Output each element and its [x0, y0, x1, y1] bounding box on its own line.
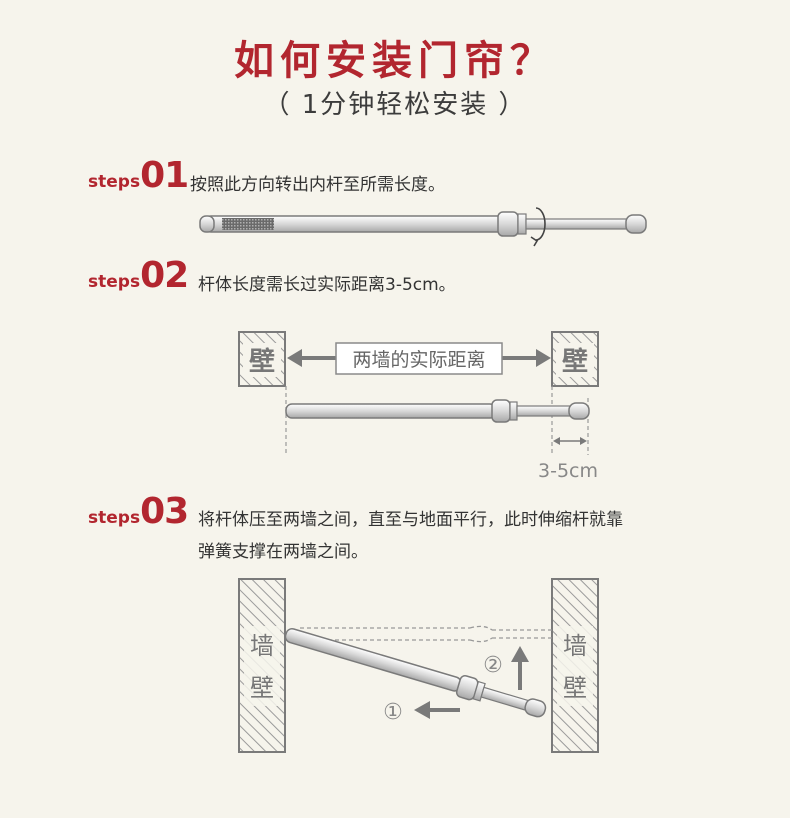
move-up-arrow-icon [511, 646, 529, 690]
page-subtitle: （ 1分钟轻松安装 ） [263, 90, 527, 120]
step-2-wall-right: 壁 [551, 331, 599, 387]
distance-label: 两墙的实际距离 [352, 349, 485, 371]
step-3-tag: steps [88, 508, 141, 528]
marker-1: ① [383, 700, 403, 725]
wall-right-bottom-label: 壁 [563, 674, 587, 702]
step-1-rod [199, 211, 647, 237]
extra-length-label: 3-5cm [538, 460, 598, 482]
dashed-guides [285, 386, 589, 455]
target-rod-outline [300, 625, 552, 643]
wall-left-bottom-label: 壁 [250, 674, 274, 702]
page-title: 如何安装门帘？ [234, 37, 556, 84]
marker-2: ② [483, 653, 503, 678]
move-left-arrow-icon [414, 701, 460, 719]
arrow-left-icon [287, 349, 302, 367]
step-1-text: 按照此方向转出内杆至所需长度。 [190, 175, 445, 195]
step-1-tag: steps [88, 172, 141, 192]
step-2-heading: steps02 [88, 255, 189, 296]
rotate-arrow-icon [530, 207, 546, 247]
step-3-text-line2: 弹簧支撑在两墙之间。 [198, 542, 368, 562]
step-2-number: 02 [140, 255, 189, 296]
wall-left-top-label: 墙 [250, 632, 274, 660]
grip-pad [222, 218, 274, 230]
wall-right-label: 壁 [562, 346, 588, 377]
wall-right-top-label: 墙 [563, 632, 587, 660]
step-2-rod [285, 399, 590, 423]
step-2-text: 杆体长度需长过实际距离3-5cm。 [198, 275, 456, 295]
step-3-number: 03 [140, 491, 189, 532]
step-3-wall-right: 墙 壁 [551, 578, 599, 753]
extra-length-arrow: 3-5cm [538, 437, 598, 482]
distance-arrow: 两墙的实际距离 [287, 342, 551, 375]
step-2-tag: steps [88, 272, 141, 292]
step-3-heading: steps03 [88, 491, 189, 532]
wall-left-label: 壁 [249, 346, 275, 377]
step-3-rod [284, 627, 547, 718]
step-3-text-line1: 将杆体压至两墙之间，直至与地面平行，此时伸缩杆就靠 [198, 510, 623, 530]
step-1-heading: steps01 [88, 155, 189, 196]
step-2-wall-left: 壁 [238, 331, 286, 387]
step-1-number: 01 [140, 155, 189, 196]
arrow-right-icon [536, 349, 551, 367]
step-3-wall-left: 墙 壁 [238, 578, 286, 753]
